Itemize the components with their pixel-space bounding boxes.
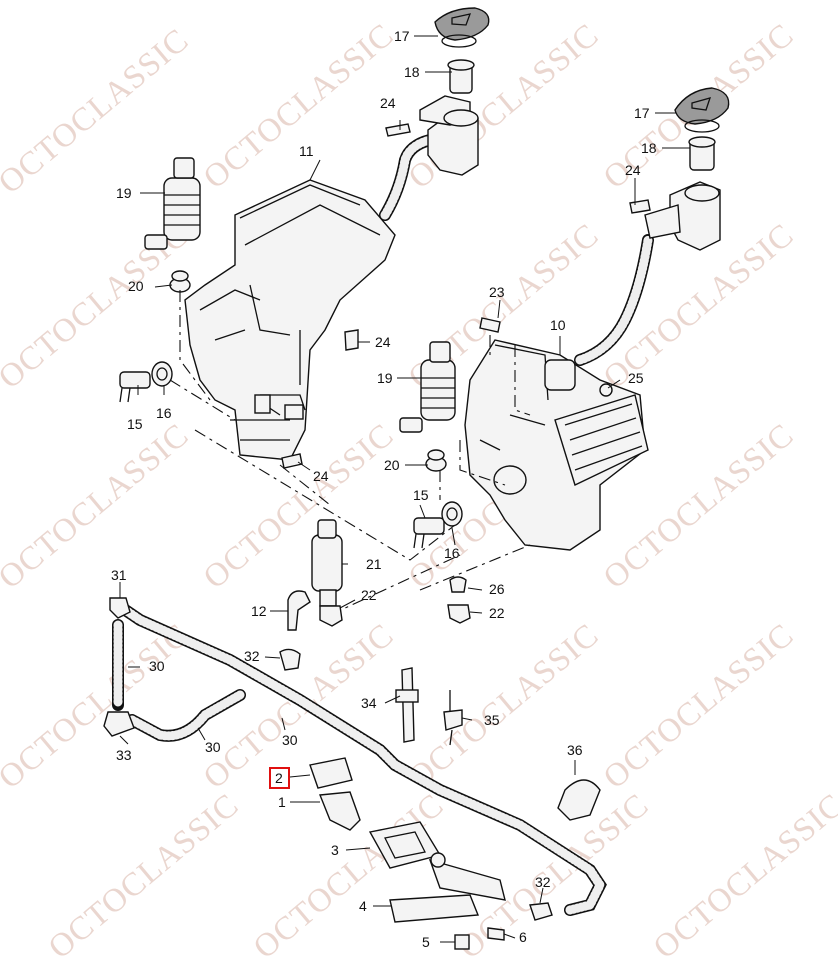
callout-11: 11 (299, 143, 314, 159)
sensor-left[interactable] (119, 371, 151, 403)
cap-right[interactable] (674, 87, 730, 133)
callout-6: 6 (519, 929, 527, 945)
phantom-lines-right (329, 335, 531, 616)
pump-21[interactable] (311, 519, 343, 607)
callout-20b: 20 (384, 457, 400, 473)
elbow-32a[interactable] (279, 648, 301, 671)
cap-left[interactable] (434, 7, 490, 48)
watermark-text: OCTOCLASSIC (597, 617, 801, 796)
sensor-right[interactable] (413, 517, 445, 549)
callout-26: 26 (489, 581, 505, 597)
grommet-22a[interactable] (319, 605, 343, 627)
reservoir-left[interactable] (184, 179, 396, 461)
strainer-left[interactable] (447, 59, 475, 94)
callout-15a: 15 (127, 416, 143, 432)
strainer-right[interactable] (688, 136, 716, 171)
bracket-36[interactable] (557, 779, 601, 821)
grommet-left[interactable] (169, 270, 191, 293)
callout-18a: 18 (404, 64, 420, 80)
callout-10: 10 (550, 317, 566, 333)
nut-25[interactable] (599, 383, 613, 397)
callout-31: 31 (111, 567, 127, 583)
bolt-24c[interactable] (281, 453, 303, 469)
nozzle-housing-3[interactable] (368, 821, 442, 869)
watermark-text: OCTOCLASSIC (0, 617, 196, 796)
watermark-text: OCTOCLASSIC (42, 787, 246, 961)
watermark-text: OCTOCLASSIC (197, 17, 401, 196)
telescopic-cylinder-4[interactable] (389, 852, 506, 923)
nozzle-cap-2[interactable] (309, 757, 353, 789)
callout-4: 4 (359, 898, 367, 914)
clip-35[interactable] (443, 690, 463, 746)
grommet-22b[interactable] (447, 604, 471, 624)
callout-30c: 30 (205, 739, 221, 755)
callout-36: 36 (567, 742, 583, 758)
leader-lines (119, 35, 690, 943)
callout-16a: 16 (156, 405, 172, 421)
callout-12: 12 (251, 603, 267, 619)
elbow-31[interactable] (109, 597, 131, 619)
callout-24a: 24 (380, 95, 396, 111)
phantom-lines-left (169, 290, 456, 561)
nozzle-1[interactable] (319, 791, 361, 831)
callout-17a: 17 (394, 28, 410, 44)
callout-20a: 20 (128, 278, 144, 294)
tee-33[interactable] (103, 711, 135, 737)
watermark-text: OCTOCLASSIC (647, 787, 838, 961)
bolt-24b[interactable] (344, 329, 359, 351)
watermark-text: OCTOCLASSIC (0, 22, 196, 201)
callout-2: 2 (275, 770, 283, 786)
callout-labels: 17 18 24 11 19 20 24 15 16 24 17 18 24 2… (111, 28, 657, 950)
bolt-5[interactable] (454, 934, 470, 950)
pump-right[interactable] (399, 341, 456, 433)
cap-26[interactable] (449, 576, 467, 593)
callout-19b: 19 (377, 370, 393, 386)
callout-22b: 22 (489, 605, 505, 621)
callout-24b: 24 (375, 334, 391, 350)
callout-16b: 16 (444, 545, 460, 561)
elbow-32b[interactable] (529, 902, 553, 921)
callout-5: 5 (422, 934, 430, 950)
callout-3: 3 (331, 842, 339, 858)
callout-1: 1 (278, 794, 286, 810)
filler-neck-left[interactable] (379, 95, 479, 221)
seal-left[interactable] (151, 361, 173, 387)
callout-19a: 19 (116, 185, 132, 201)
connector-12[interactable] (287, 590, 311, 631)
grommet-right[interactable] (425, 449, 447, 472)
pump-left[interactable] (144, 157, 201, 250)
filler-neck-right[interactable] (574, 181, 721, 366)
seal-right[interactable] (441, 501, 463, 527)
callout-25: 25 (628, 370, 644, 386)
callout-21: 21 (366, 556, 382, 572)
callout-30a: 30 (149, 658, 165, 674)
bolt-6[interactable] (487, 927, 505, 941)
bolt-24d[interactable] (629, 199, 651, 214)
callout-15b: 15 (413, 487, 429, 503)
hose-assembly[interactable] (112, 599, 607, 916)
callout-24d: 24 (625, 162, 641, 178)
callout-33: 33 (116, 747, 132, 763)
callout-22a: 22 (361, 587, 377, 603)
callout-2-highlight (269, 767, 290, 789)
callout-35: 35 (484, 712, 500, 728)
bolt-24a[interactable] (385, 123, 411, 137)
callout-17b: 17 (634, 105, 650, 121)
callout-32b: 32 (535, 874, 551, 890)
clip-34[interactable] (395, 667, 419, 743)
callout-18b: 18 (641, 140, 657, 156)
bolt-23[interactable] (479, 317, 501, 333)
watermark-text: OCTOCLASSIC (0, 417, 196, 596)
callout-34: 34 (361, 695, 377, 711)
callout-30d: 30 (282, 732, 298, 748)
callout-32a: 32 (244, 648, 260, 664)
callout-24c: 24 (313, 468, 329, 484)
callout-23: 23 (489, 284, 505, 300)
